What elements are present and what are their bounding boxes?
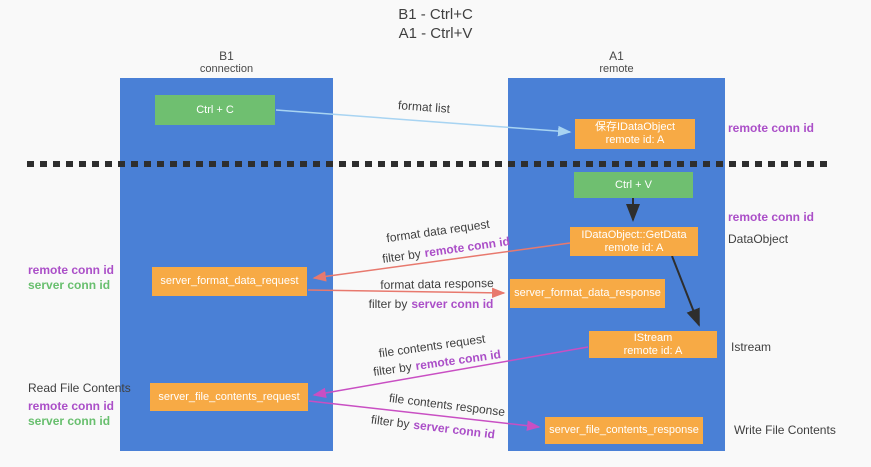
annotation-server-conn-id-left: server conn id <box>28 278 111 292</box>
column-b1-role: connection <box>199 63 254 75</box>
label-filter-by-text: filter by <box>368 297 408 311</box>
node-server-format-data-request: server_format_data_request <box>152 267 307 296</box>
label-format-list-text: format list <box>397 98 451 116</box>
node-save-idataobject-line1: 保存IDataObject <box>594 121 676 133</box>
node-save-idataobject-line2: remote id: A <box>605 134 665 146</box>
annotation-remote-conn-id-left: remote conn id <box>28 263 115 277</box>
annotation-remote-conn-id-left2: remote conn id <box>28 399 115 413</box>
node-istream: IStream remote id: A <box>589 331 717 358</box>
label-filter-by-text: filter by <box>370 412 411 432</box>
label-filter-by-text: filter by <box>372 359 413 379</box>
annotation-server-conn-id-left2: server conn id <box>28 414 111 428</box>
node-ctrl-c-label: Ctrl + C <box>196 103 234 116</box>
node-istream-line1: IStream <box>633 331 673 344</box>
node-idataobject-getdata-line2: remote id: A <box>604 241 664 254</box>
label-filter-server-1: filter by server conn id <box>369 297 494 311</box>
annotation-dataobject: DataObject <box>728 232 789 246</box>
label-server-conn-id-text: server conn id <box>411 297 494 311</box>
phase-separator-dashed-line <box>27 161 833 167</box>
label-filter-by-text: filter by <box>381 246 422 266</box>
label-format-data-response-text: format data response <box>380 276 494 292</box>
node-server-file-contents-response-label: server_file_contents_response <box>549 424 699 436</box>
title-line-2: A1 - Ctrl+V <box>398 25 473 42</box>
node-idataobject-getdata: IDataObject::GetData remote id: A <box>570 227 698 256</box>
annotation-remote-conn-id-top: remote conn id <box>728 121 815 135</box>
node-ctrl-c: Ctrl + C <box>155 95 275 125</box>
node-ctrl-v: Ctrl + V <box>574 172 693 198</box>
annotation-read-file-contents: Read File Contents <box>28 381 131 395</box>
node-idataobject-getdata-line1: IDataObject::GetData <box>581 228 687 241</box>
label-file-contents-response: file contents response <box>388 391 506 419</box>
diagram-title: B1 - Ctrl+C A1 - Ctrl+V <box>0 5 871 43</box>
node-server-format-data-response-label: server_format_data_response <box>514 287 661 299</box>
column-header-a1: A1 remote <box>508 50 725 76</box>
node-save-idataobject: 保存IDataObject remote id: A <box>575 119 695 149</box>
column-header-b1: B1 connection <box>120 50 333 76</box>
column-b1-name: B1 <box>219 49 234 63</box>
label-format-data-response: format data response <box>380 276 494 292</box>
label-file-contents-response-text: file contents response <box>388 390 506 420</box>
label-format-list: format list <box>398 98 451 116</box>
annotation-write-file-contents: Write File Contents <box>734 423 836 437</box>
node-server-file-contents-request: server_file_contents_request <box>150 383 308 411</box>
node-server-file-contents-request-label: server_file_contents_request <box>158 390 300 403</box>
annotation-istream: Istream <box>731 340 772 354</box>
column-a1-role: remote <box>599 63 634 75</box>
node-server-file-contents-response: server_file_contents_response <box>545 417 703 444</box>
node-server-format-data-request-label: server_format_data_request <box>160 275 299 287</box>
label-server-conn-id-text: server conn id <box>412 417 496 442</box>
column-a1-name: A1 <box>609 49 624 63</box>
label-filter-server-2: filter by server conn id <box>370 412 495 441</box>
annotation-remote-conn-id-mid: remote conn id <box>728 210 815 224</box>
title-line-1: B1 - Ctrl+C <box>398 6 473 23</box>
node-server-format-data-response: server_format_data_response <box>510 279 665 308</box>
node-ctrl-v-label: Ctrl + V <box>615 178 652 191</box>
annotation-read-file-block: Read File Contents remote conn id server… <box>28 381 131 429</box>
node-istream-line2: remote id: A <box>623 344 683 357</box>
annotation-left-conn-ids: remote conn id server conn id <box>28 263 114 293</box>
